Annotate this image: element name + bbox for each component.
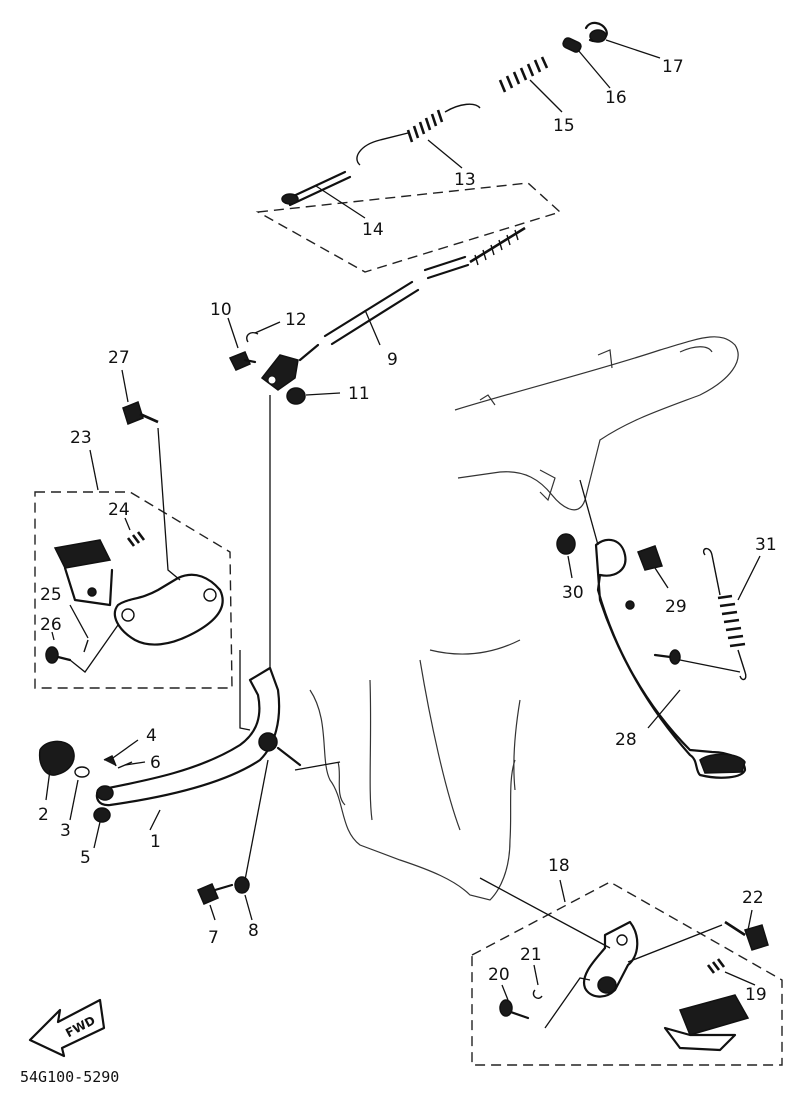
part-number-labels: 1 2 3 4 5 6 7 8 9 10 11 12 13 14 15 16 1… bbox=[38, 57, 777, 1005]
side-stand bbox=[556, 479, 747, 779]
linkage-rod bbox=[260, 226, 526, 391]
part-label-3: 3 bbox=[60, 821, 71, 841]
part-label-30: 30 bbox=[562, 583, 584, 603]
drawing-code: 54G100-5290 bbox=[20, 1068, 119, 1086]
part-label-21: 21 bbox=[520, 945, 542, 965]
part-label-29: 29 bbox=[665, 597, 687, 617]
part-label-5: 5 bbox=[80, 848, 91, 868]
part-label-17: 17 bbox=[662, 57, 684, 77]
part-label-26: 26 bbox=[40, 615, 62, 635]
part-label-27: 27 bbox=[108, 348, 130, 368]
forward-arrow-icon: FWD bbox=[28, 998, 106, 1058]
part-label-1: 1 bbox=[150, 832, 161, 852]
part-label-11: 11 bbox=[348, 384, 370, 404]
part-label-15: 15 bbox=[553, 116, 575, 136]
brake-pedal bbox=[38, 395, 341, 905]
part-label-18: 18 bbox=[548, 856, 570, 876]
small-hardware-upper bbox=[228, 332, 306, 405]
part-label-10: 10 bbox=[210, 300, 232, 320]
part-label-23: 23 bbox=[70, 428, 92, 448]
part-label-20: 20 bbox=[488, 965, 510, 985]
part-label-2: 2 bbox=[38, 805, 49, 825]
part-label-31: 31 bbox=[755, 535, 777, 555]
spring-rod-assembly-top bbox=[255, 21, 608, 273]
part-label-24: 24 bbox=[108, 500, 130, 520]
part-label-28: 28 bbox=[615, 730, 637, 750]
part-label-25: 25 bbox=[40, 585, 62, 605]
part-label-16: 16 bbox=[605, 88, 627, 108]
part-label-9: 9 bbox=[387, 350, 398, 370]
part-label-8: 8 bbox=[248, 921, 259, 941]
part-label-19: 19 bbox=[745, 985, 767, 1005]
part-label-4: 4 bbox=[146, 726, 157, 746]
callout-leaders bbox=[45, 39, 761, 1001]
rear-footrest-assembly bbox=[34, 401, 233, 689]
part-label-22: 22 bbox=[742, 888, 764, 908]
part-label-14: 14 bbox=[362, 220, 384, 240]
part-label-7: 7 bbox=[208, 928, 219, 948]
part-label-12: 12 bbox=[285, 310, 307, 330]
part-label-13: 13 bbox=[454, 170, 476, 190]
part-label-6: 6 bbox=[150, 753, 161, 773]
front-footrest-assembly bbox=[471, 877, 783, 1066]
motorcycle-frame-outline bbox=[309, 336, 739, 901]
